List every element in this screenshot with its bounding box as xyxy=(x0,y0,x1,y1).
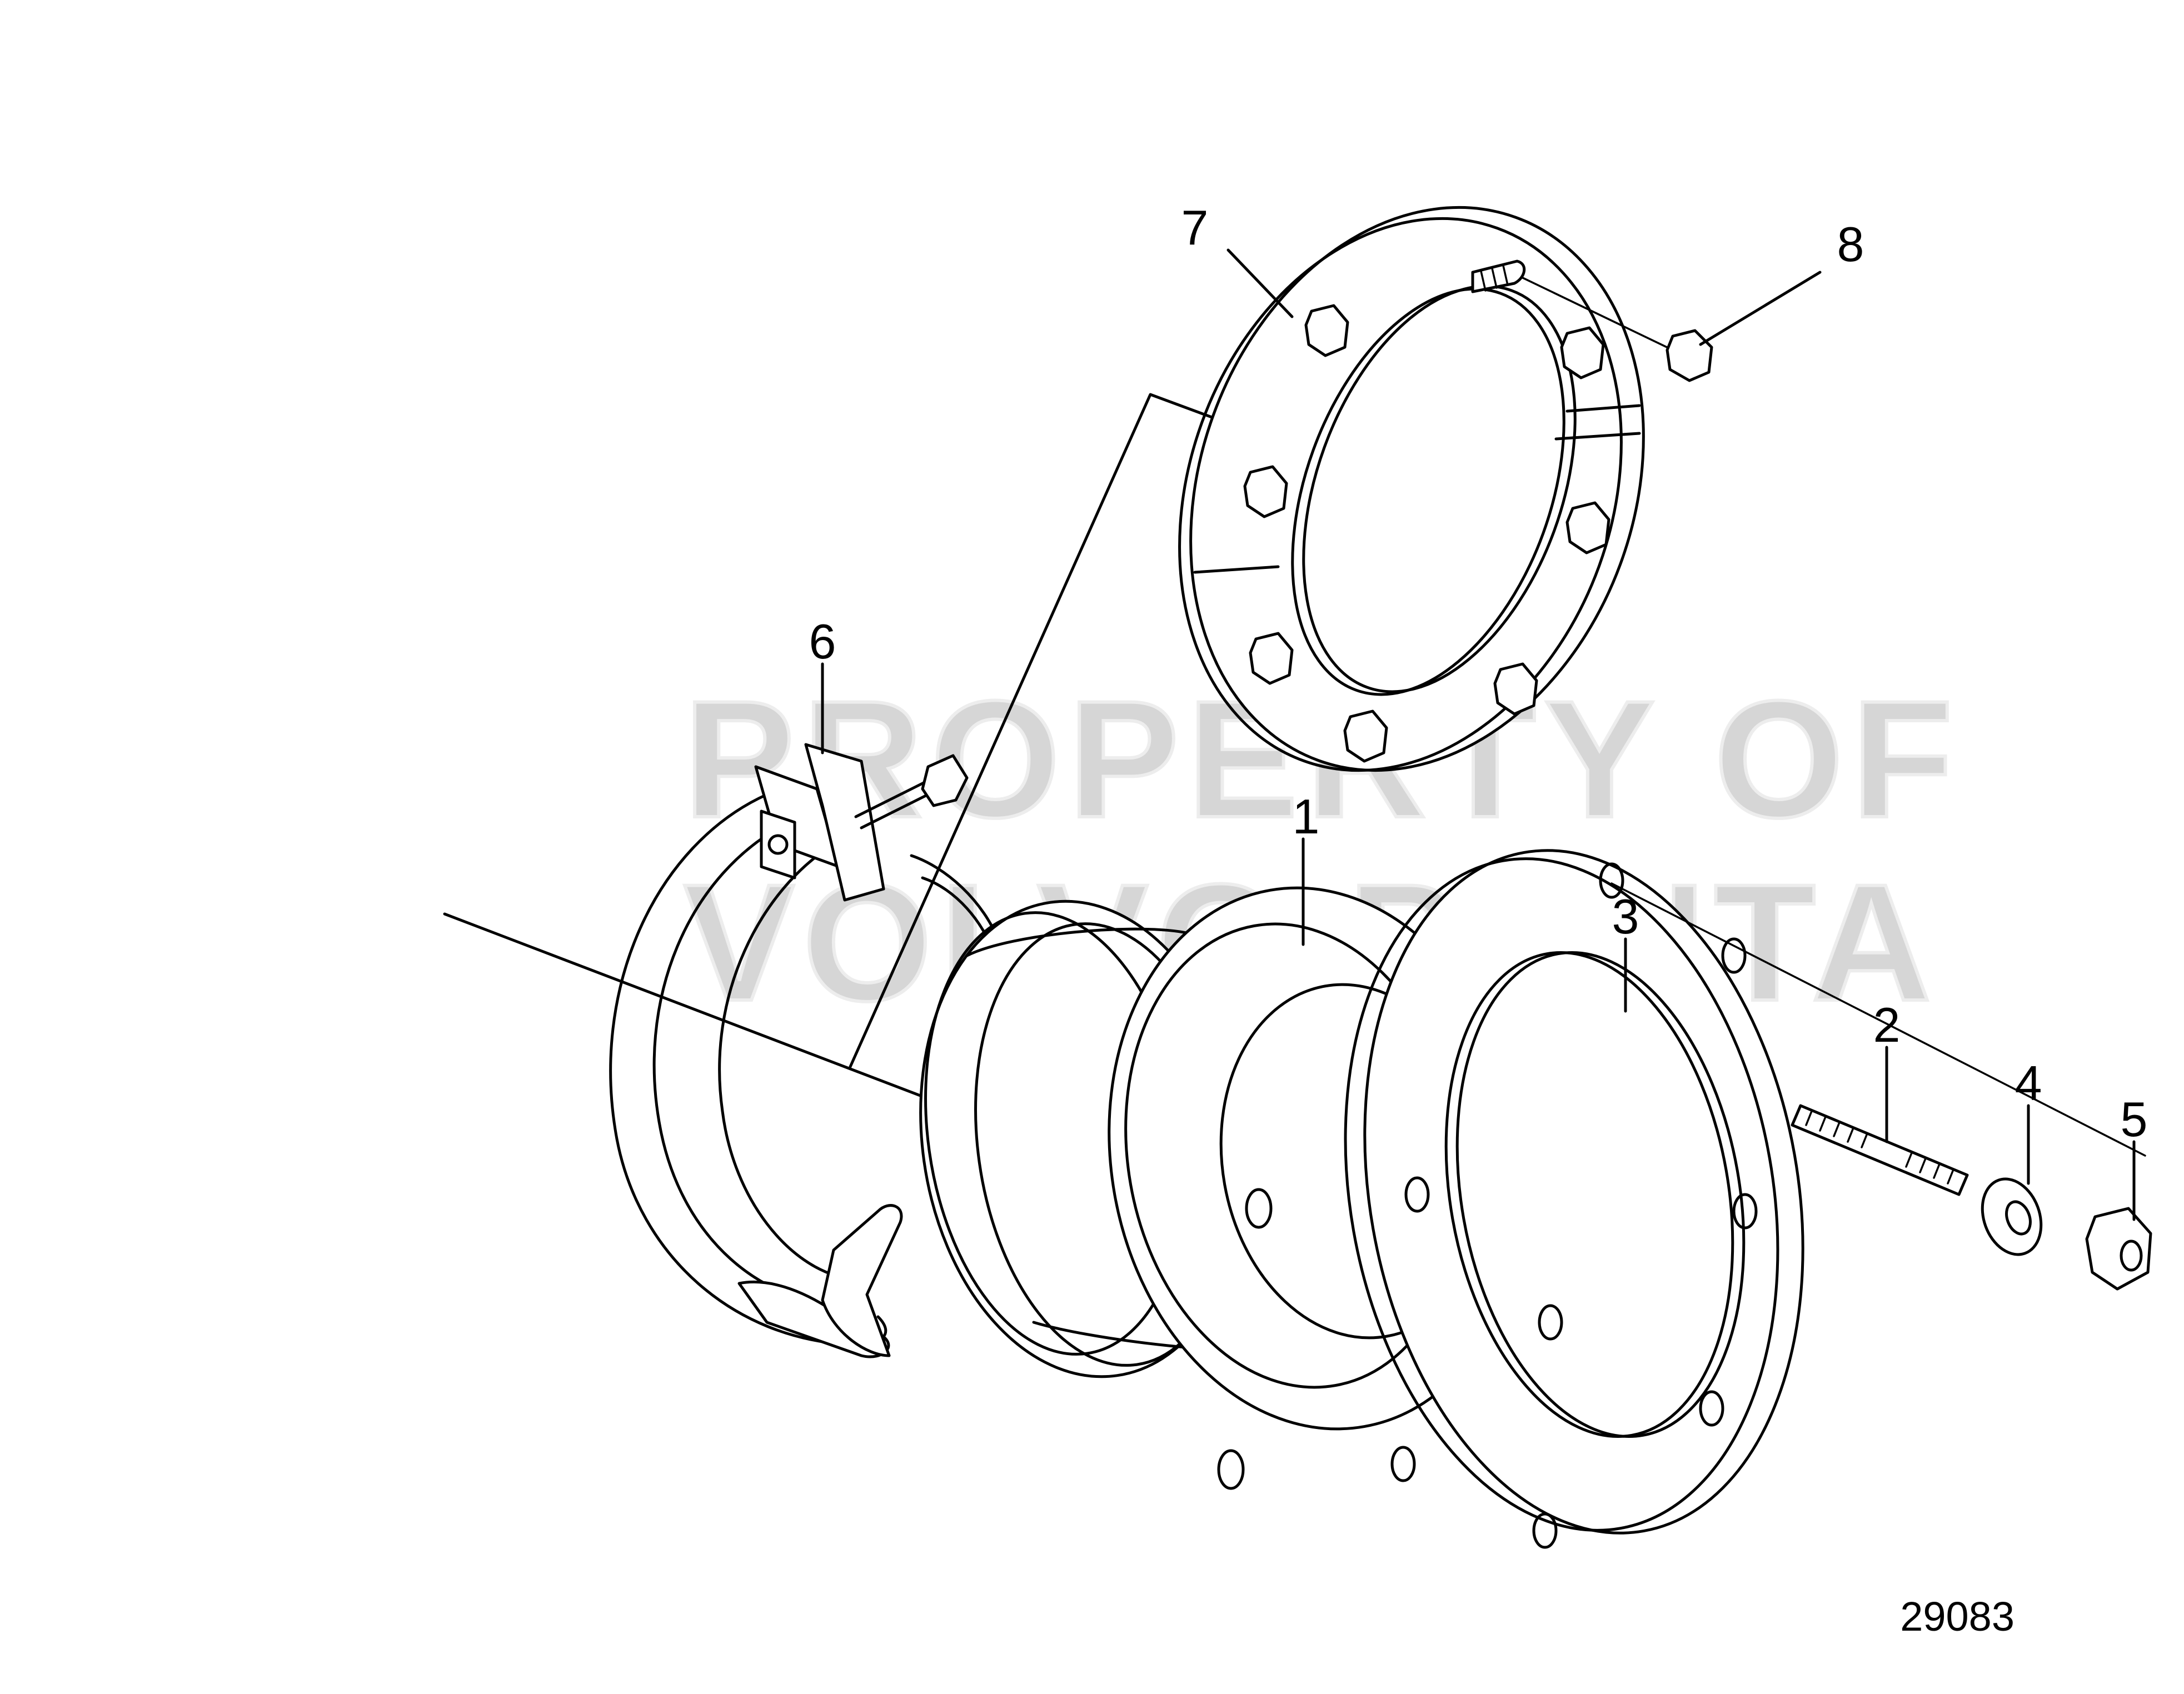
clamp-band-inner-2 xyxy=(718,843,846,1280)
callout-3: 3 xyxy=(1612,889,1639,944)
washer-hole xyxy=(2005,1200,2032,1236)
callout-7: 7 xyxy=(1181,200,1209,255)
callout-5: 5 xyxy=(2121,1092,2148,1147)
stud-threads xyxy=(1805,1110,1954,1185)
leader-7 xyxy=(1226,248,1294,318)
nut-hole xyxy=(2120,1240,2143,1272)
clamp-screw-head xyxy=(921,754,969,807)
split-ring-stud-threads xyxy=(1480,264,1509,292)
bellows-hole xyxy=(1245,1188,1273,1229)
clamp-square-nut xyxy=(760,809,796,880)
split-ring-bore-edge xyxy=(1291,287,1565,696)
flange-bolt-holes xyxy=(1390,862,1758,1549)
bellows-hole xyxy=(1217,1449,1245,1490)
washer-outer xyxy=(1981,1177,2043,1256)
part-washer xyxy=(1981,1177,2043,1256)
leader-8 xyxy=(1699,271,1822,346)
clamp-bracket-right xyxy=(804,743,885,902)
bellows-top-edge xyxy=(965,927,1191,957)
split-ring-joints xyxy=(1193,404,1641,574)
flange-ring-bore-edge xyxy=(1444,951,1734,1438)
callout-6: 6 xyxy=(809,614,836,669)
clamp-lower-tab xyxy=(821,1204,903,1357)
split-ring-bore xyxy=(1302,284,1577,693)
part-nut xyxy=(2085,1207,2152,1291)
callout-4: 4 xyxy=(2015,1056,2042,1111)
callout-leaders xyxy=(821,248,2136,1221)
part-stud xyxy=(1791,1104,1969,1196)
assembly-leader-7 xyxy=(849,393,1227,1068)
fastener-axis-line xyxy=(1610,882,2146,1157)
part-split-ring xyxy=(1178,206,1645,772)
split-ring-edge xyxy=(1178,217,1623,772)
part-hose-clamp xyxy=(609,743,1002,1358)
clamp-nut-hole xyxy=(767,834,789,855)
clamp-screw xyxy=(854,754,969,829)
part-flange-nut xyxy=(1666,329,1713,382)
part-flange-ring xyxy=(1344,849,1804,1549)
split-ring-stud xyxy=(1471,259,1526,293)
callout-8: 8 xyxy=(1837,217,1864,272)
callout-labels: 1 2 3 4 5 6 7 8 xyxy=(809,200,2148,1147)
split-ring-nuts xyxy=(1243,304,1610,763)
flange-ring-edge xyxy=(1344,857,1779,1532)
stud-shank xyxy=(1791,1104,1969,1196)
nut-8-axis-line xyxy=(1522,277,1674,351)
drawing-number: 29083 xyxy=(1900,1593,2015,1640)
callout-2: 2 xyxy=(1873,997,1901,1052)
callout-1: 1 xyxy=(1293,789,1320,844)
axis-line-left xyxy=(443,912,941,1105)
